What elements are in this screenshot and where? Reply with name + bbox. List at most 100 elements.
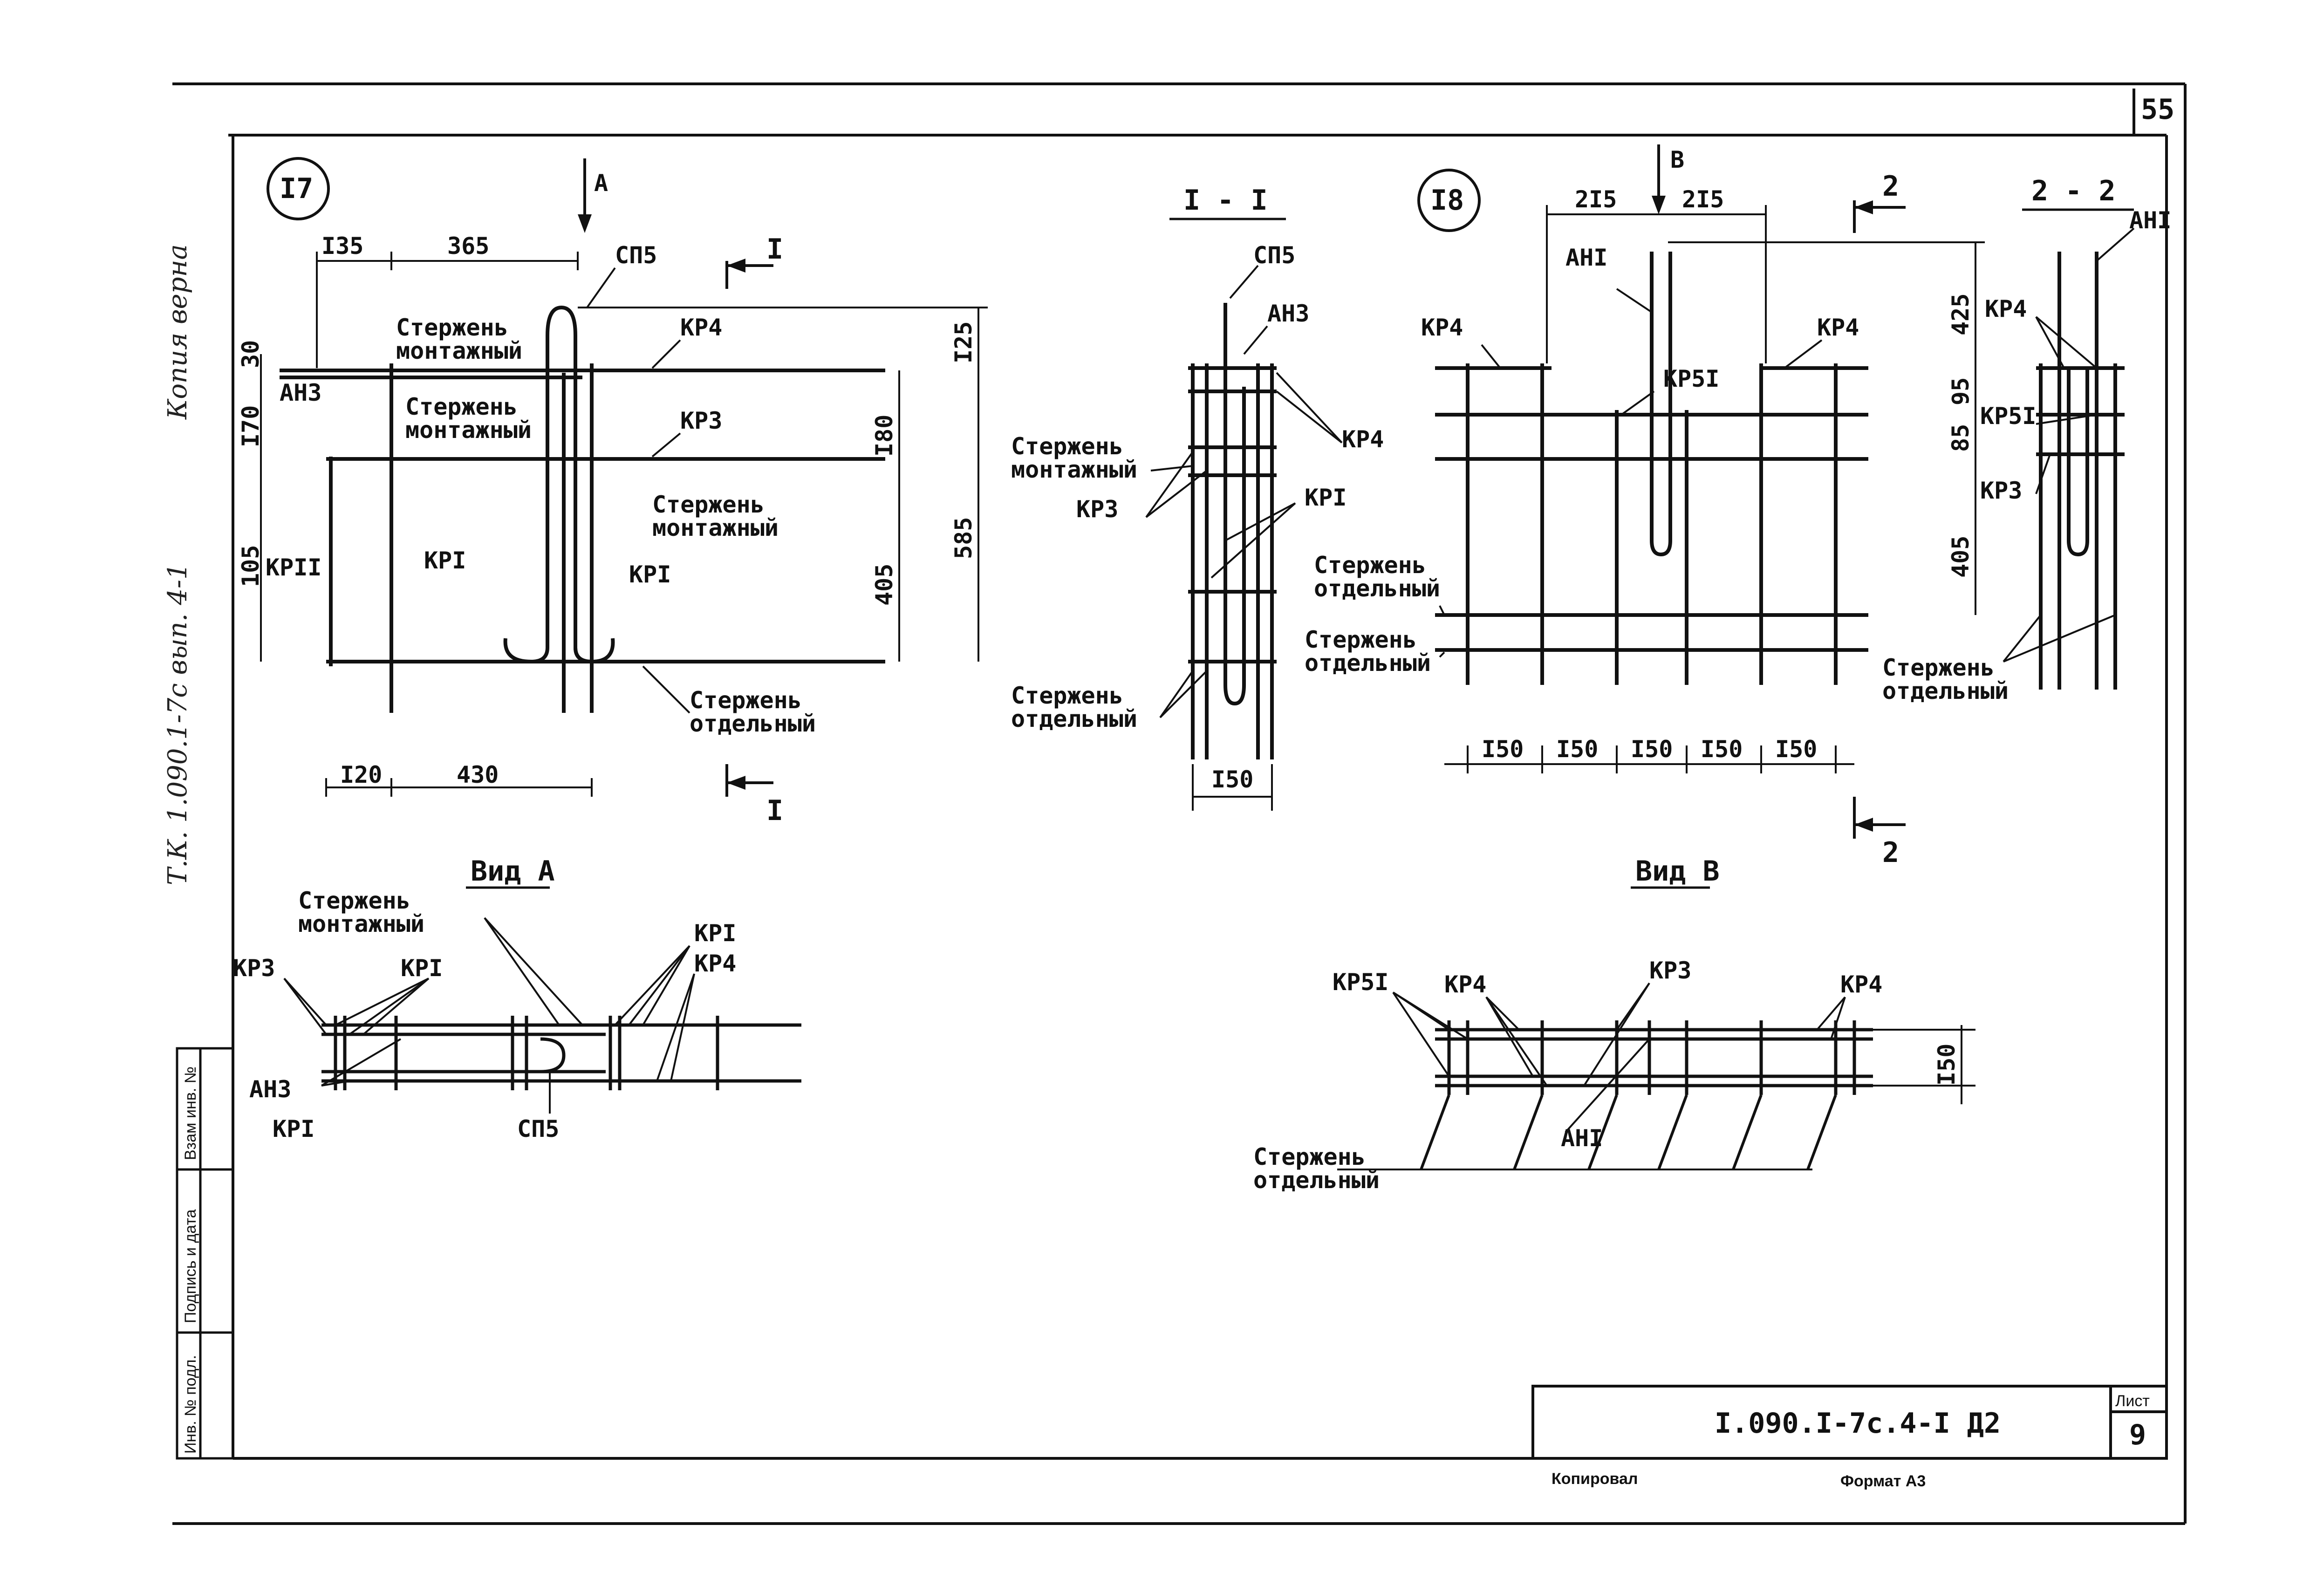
vb-dim-150: I50 xyxy=(1933,1044,1960,1086)
s11-kr4: КР4 xyxy=(1342,426,1384,453)
label-rod-mont-3a: Стержень xyxy=(652,491,765,518)
approval-stamp xyxy=(176,1047,234,1460)
view-b-arrow: В xyxy=(1670,146,1684,173)
view-a-title: Вид А xyxy=(471,855,555,888)
section-2-mark-top: 2 xyxy=(1882,170,1899,203)
s11-mont-b: монтажный xyxy=(1011,456,1137,483)
stamp-inv-no: Инв. № подл. xyxy=(182,1355,199,1454)
label-kr4: КР4 xyxy=(680,314,722,341)
view-b-title: Вид В xyxy=(1635,855,1720,888)
vb-sep-a: Стержень xyxy=(1253,1143,1366,1170)
s22-kr51: КР5I xyxy=(1980,403,2036,430)
title-block xyxy=(1531,1385,2168,1460)
s11-an3: АН3 xyxy=(1267,300,1309,327)
va-mont-b: монтажный xyxy=(298,910,424,937)
dim-170: I70 xyxy=(237,405,264,447)
label-kr1-right: КРI xyxy=(629,561,671,588)
s11-mont-a: Стержень xyxy=(1011,433,1123,460)
copied-label: Копировал xyxy=(1552,1470,1638,1488)
page-number: 55 xyxy=(2141,93,2174,126)
label-rod-mont-3b: монтажный xyxy=(652,514,779,541)
s11-kr1: КРI xyxy=(1305,484,1347,511)
s22-sep-b: отдельный xyxy=(1882,677,2009,704)
va-mont-a: Стержень xyxy=(298,887,410,914)
n18-dim-405: 405 xyxy=(1947,536,1974,578)
document-code: I.090.I-7c.4-I Д2 xyxy=(1715,1407,2001,1440)
n18-sep2-a: Стержень xyxy=(1305,626,1417,653)
node-18-marker xyxy=(1417,169,1481,232)
s11-sp5: СП5 xyxy=(1253,242,1295,269)
vb-kr3: КР3 xyxy=(1649,957,1691,984)
n18-kr4-left: КР4 xyxy=(1421,314,1463,341)
sheet-label: Лист xyxy=(2115,1392,2150,1410)
n18-pitch-4: I50 xyxy=(1701,736,1743,763)
va-an3: АН3 xyxy=(249,1076,291,1103)
n18-pitch-2: I50 xyxy=(1556,736,1598,763)
s11-kr3: КР3 xyxy=(1076,496,1118,523)
n18-kr4-right: КР4 xyxy=(1817,314,1859,341)
stamp-replace-inv: Взам инв. № xyxy=(182,1067,199,1160)
n18-an1: АНI xyxy=(1565,244,1607,271)
n18-sep1-b: отдельный xyxy=(1314,575,1440,602)
va-kr1-top: КРI xyxy=(401,955,443,982)
section-1-mark-top: I xyxy=(766,233,783,266)
n18-pitch-5: I50 xyxy=(1775,736,1817,763)
s22-kr4: КР4 xyxy=(1985,295,2027,322)
vb-sep-b: отдельный xyxy=(1253,1167,1380,1194)
label-rod-mont-2a: Стержень xyxy=(405,393,518,420)
label-rod-mont-1a: Стержень xyxy=(396,314,508,341)
section-2-mark-bottom: 2 xyxy=(1882,836,1899,869)
node-18-id: I8 xyxy=(1430,184,1464,217)
vb-an1: АНI xyxy=(1561,1125,1603,1152)
n18-dim-95: 95 xyxy=(1947,377,1974,405)
n18-sep2-b: отдельный xyxy=(1305,650,1431,677)
s22-sep-a: Стержень xyxy=(1882,654,1995,681)
n18-dim-85: 85 xyxy=(1947,424,1974,452)
s22-an1: АНI xyxy=(2129,207,2171,234)
n18-dim-215b: 2I5 xyxy=(1682,186,1724,213)
label-rod-mont-1b: монтажный xyxy=(396,337,522,364)
dim-105: 105 xyxy=(237,545,264,587)
dim-120: I20 xyxy=(340,761,382,788)
dim-365: 365 xyxy=(447,232,489,260)
label-kr11: КРII xyxy=(266,554,321,581)
n18-sep1-a: Стержень xyxy=(1314,552,1426,579)
sheet-number: 9 xyxy=(2129,1419,2146,1451)
dim-30: 30 xyxy=(237,340,264,368)
n18-pitch-3: I50 xyxy=(1631,736,1673,763)
section-1-mark-bottom: I xyxy=(766,794,783,827)
node-17: I7 А I I xyxy=(237,157,988,827)
vb-kr4-left: КР4 xyxy=(1444,971,1486,998)
view-b: Вид В xyxy=(1253,855,1975,1194)
va-kr3: КР3 xyxy=(233,955,275,982)
dim-585: 585 xyxy=(950,517,977,559)
node-17-id: I7 xyxy=(280,172,313,205)
va-kr1-bottom: КРI xyxy=(273,1115,314,1142)
label-kr3: КР3 xyxy=(680,407,722,434)
va-kr1-right: КРI xyxy=(694,920,736,947)
dim-135: I35 xyxy=(321,232,363,260)
label-rod-sep-a: Стержень xyxy=(690,687,802,714)
label-an3: АН3 xyxy=(280,379,321,406)
n18-kr51: КР5I xyxy=(1663,365,1719,392)
section-2-2-title: 2 - 2 xyxy=(2031,175,2116,207)
label-kr1-left: КРI xyxy=(424,547,466,574)
dim-430: 430 xyxy=(457,761,499,788)
node-18: I8 В 2 2 xyxy=(1305,144,1985,869)
section-1-1-title: I - I xyxy=(1183,184,1268,217)
vb-kr4-right: КР4 xyxy=(1840,971,1882,998)
node-17-marker xyxy=(267,157,330,220)
view-a: Вид А xyxy=(233,855,801,1142)
side-note: Т.К. 1.090.1-7с вып. 4-1 xyxy=(163,563,193,885)
copy-note: Копия верна xyxy=(163,244,193,420)
va-kr4: КР4 xyxy=(694,950,736,977)
section-1-1: I - I xyxy=(1011,184,1384,811)
format-label: Формат А3 xyxy=(1840,1472,1926,1490)
va-sp5: СП5 xyxy=(517,1115,559,1142)
s11-sep-a: Стержень xyxy=(1011,682,1123,709)
vb-kr51: КР5I xyxy=(1333,969,1388,996)
label-rod-mont-2b: монтажный xyxy=(405,417,532,444)
dim-405: 405 xyxy=(871,564,898,606)
